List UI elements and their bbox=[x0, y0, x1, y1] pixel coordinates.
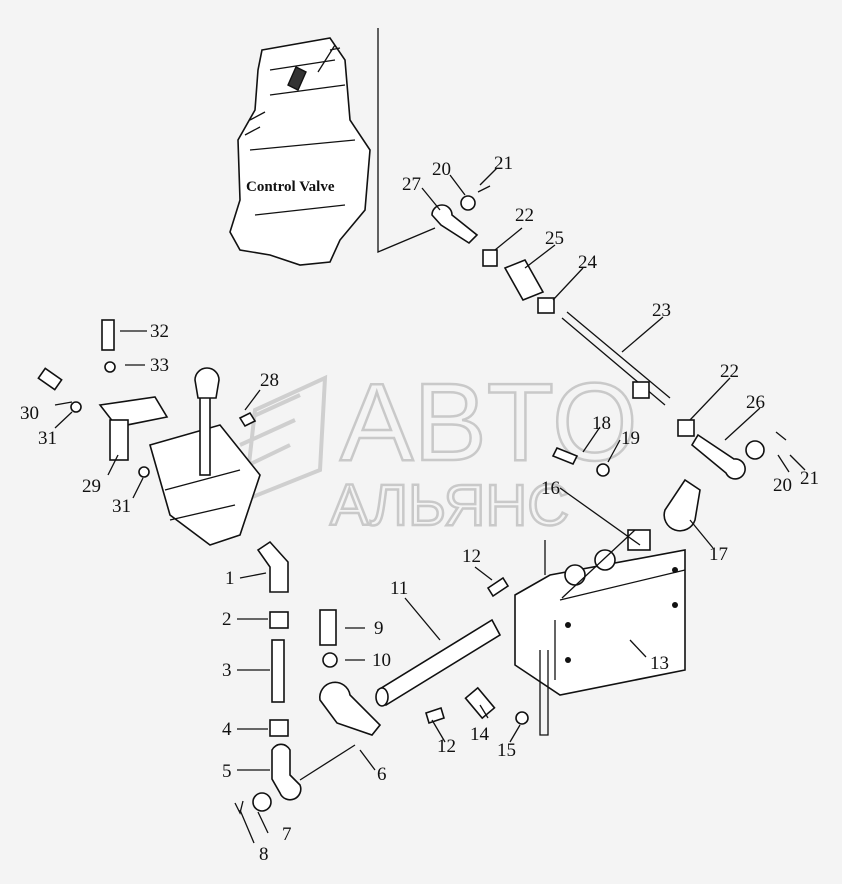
rod-23-nut bbox=[632, 381, 650, 399]
watermark: ABTO АЛЬЯНС bbox=[237, 360, 639, 539]
nut-2 bbox=[269, 611, 289, 629]
callout-27: 27 bbox=[402, 174, 421, 195]
washer-19 bbox=[596, 463, 610, 477]
nut-7 bbox=[252, 792, 272, 812]
callout-31b: 31 bbox=[112, 496, 131, 517]
washer-16 bbox=[515, 711, 529, 725]
callout-32: 32 bbox=[150, 321, 169, 342]
rod-end-27 bbox=[431, 204, 479, 245]
bracket-13 bbox=[514, 529, 686, 736]
callout-30: 30 bbox=[20, 403, 39, 424]
callout-11: 11 bbox=[390, 578, 408, 599]
callout-24: 24 bbox=[578, 252, 598, 273]
rod-end-26 bbox=[690, 433, 746, 480]
callout-25: 25 bbox=[545, 228, 564, 249]
pin-28 bbox=[238, 411, 257, 428]
watermark-line1: ABTO bbox=[340, 361, 638, 484]
cotter-pin-8 bbox=[234, 800, 244, 815]
callout-33: 33 bbox=[150, 355, 169, 376]
callout-7: 7 bbox=[282, 824, 292, 845]
washer-33 bbox=[104, 361, 116, 373]
callout-19: 19 bbox=[621, 428, 640, 449]
bolt-30 bbox=[37, 367, 63, 391]
lever-knob bbox=[194, 367, 220, 399]
callout-29: 29 bbox=[82, 476, 101, 497]
upper-linkage bbox=[431, 185, 787, 532]
control-lever bbox=[199, 389, 211, 476]
callout-6: 6 bbox=[377, 764, 387, 785]
callout-8: 8 bbox=[259, 844, 269, 865]
callout-16: 15 bbox=[497, 740, 516, 761]
callout-2: 2 bbox=[222, 609, 232, 630]
nut-20-lower bbox=[745, 440, 765, 460]
callout-17: 17 bbox=[709, 544, 728, 565]
callout-10: 10 bbox=[372, 650, 391, 671]
callout-21b: 21 bbox=[800, 468, 819, 489]
bolt-32 bbox=[101, 319, 115, 351]
bushing-14 bbox=[627, 529, 651, 551]
bolt-18 bbox=[551, 446, 579, 466]
bracket-29-leg bbox=[109, 419, 129, 461]
callout-21a: 21 bbox=[494, 153, 513, 174]
washer-31-lower bbox=[138, 466, 150, 478]
callout-18: 18 bbox=[592, 413, 611, 434]
callout-13: 13 bbox=[650, 653, 669, 674]
callout-31a: 31 bbox=[38, 428, 57, 449]
callout-20a: 20 bbox=[432, 159, 451, 180]
sleeve-25 bbox=[503, 258, 545, 302]
washer-10 bbox=[322, 652, 338, 668]
callout-28: 28 bbox=[260, 370, 279, 391]
lever-17 bbox=[663, 478, 701, 532]
rod-end-5 bbox=[271, 743, 302, 801]
control-valve: Control Valve bbox=[229, 28, 436, 266]
valve-leader-line bbox=[377, 28, 436, 253]
nut-24 bbox=[537, 297, 555, 314]
callout-22b: 22 bbox=[720, 361, 739, 382]
callout-12a: 12 bbox=[462, 546, 481, 567]
washer-31-upper bbox=[70, 401, 82, 413]
rod-3 bbox=[271, 639, 285, 703]
nut-22-upper bbox=[482, 249, 498, 267]
bolt-9 bbox=[319, 609, 337, 646]
leader-lines bbox=[54, 167, 806, 844]
shaft-11 bbox=[375, 576, 510, 725]
callout-20b: 20 bbox=[773, 475, 792, 496]
callout-4: 4 bbox=[222, 719, 232, 740]
callout-22a: 22 bbox=[515, 205, 534, 226]
key-12-upper bbox=[486, 576, 510, 598]
nut-20-upper bbox=[460, 195, 476, 211]
nut-4 bbox=[269, 719, 289, 737]
callout-15: 14 bbox=[470, 724, 490, 745]
key-12-lower bbox=[425, 706, 445, 725]
callout-3: 3 bbox=[222, 660, 232, 681]
lever-6 bbox=[319, 681, 382, 736]
callout-26: 26 bbox=[746, 392, 765, 413]
watermark-line2: АЛЬЯНС bbox=[330, 473, 569, 538]
callout-23: 23 bbox=[652, 300, 671, 321]
lever-assembly bbox=[37, 319, 261, 546]
rod-end-1 bbox=[256, 540, 289, 593]
callout-12b: 12 bbox=[437, 736, 456, 757]
nut-22-lower bbox=[677, 419, 695, 437]
lower-rod-assembly bbox=[234, 540, 382, 815]
callout-14: 16 bbox=[541, 478, 560, 499]
bolt-15 bbox=[464, 686, 496, 720]
callout-9: 9 bbox=[374, 618, 384, 639]
callouts: 32 33 30 31 29 31 28 1 2 3 4 5 6 7 8 9 1… bbox=[20, 153, 819, 865]
callout-5: 5 bbox=[222, 761, 232, 782]
control-valve-label: Control Valve bbox=[246, 179, 335, 195]
callout-1: 1 bbox=[225, 568, 235, 589]
